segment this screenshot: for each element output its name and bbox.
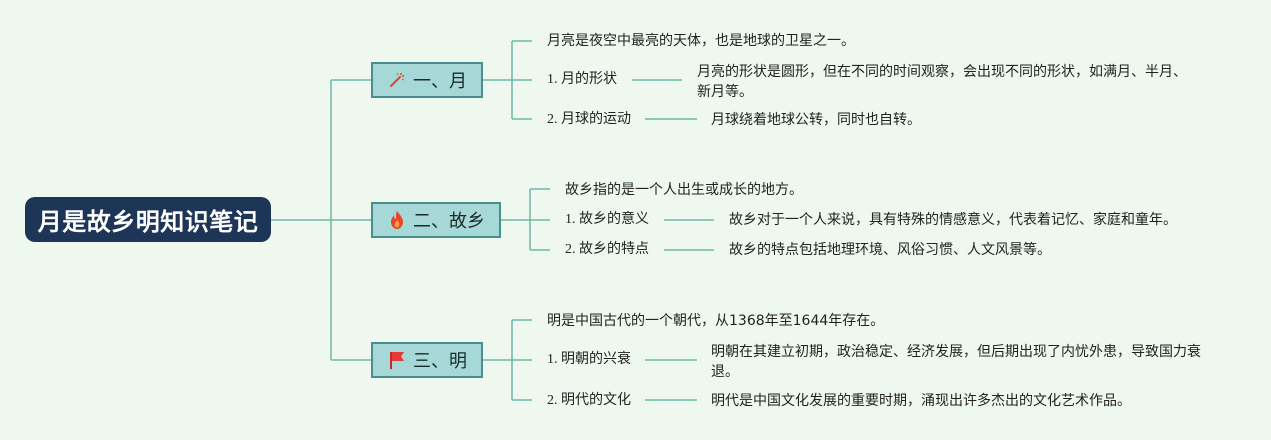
branch-node-ming[interactable]: 三、明 — [371, 342, 483, 378]
red-flag-icon — [390, 352, 404, 369]
branch-3-item-2-title: 2. 明代的文化 — [547, 393, 631, 408]
branch-3-item-1-title: 1. 明朝的兴衰 — [547, 352, 631, 367]
branch-1-item-1-desc: 月亮的形状是圆形，但在不同的时间观察，会出现不同的形状，如满月、半月、 新月等。 — [697, 64, 1187, 100]
branch-1-item-2-title: 2. 月球的运动 — [547, 112, 631, 127]
fire-icon — [391, 211, 403, 229]
branch-label: 三、明 — [413, 351, 467, 372]
branch-2-item-2-desc: 故乡的特点包括地理环境、风俗习惯、人文风景等。 — [729, 242, 1051, 258]
branch-3-item-1-desc: 明朝在其建立初期，政治稳定、经济发展，但后期出现了内忧外患，导致国力衰 退。 — [711, 344, 1201, 380]
branch-2-item-1-desc: 故乡对于一个人来说，具有特殊的情感意义，代表着记忆、家庭和童年。 — [729, 212, 1177, 228]
branch-node-moon[interactable]: 一、月 — [371, 62, 483, 98]
root-node[interactable]: 月是故乡明知识笔记 — [25, 197, 271, 242]
branch-2-item-2-title: 2. 故乡的特点 — [565, 242, 649, 257]
root-title: 月是故乡明知识笔记 — [37, 208, 259, 236]
branch-1-item-1-title: 1. 月的形状 — [547, 72, 617, 87]
branch-label: 一、月 — [413, 71, 467, 92]
branch-2-intro: 故乡指的是一个人出生或成长的地方。 — [565, 182, 803, 198]
branch-3-item-2-desc: 明代是中国文化发展的重要时期，涌现出许多杰出的文化艺术作品。 — [711, 393, 1131, 409]
branch-3-intro: 明是中国古代的一个朝代，从1368年至1644年存在。 — [547, 313, 885, 329]
branch-1-item-2-desc: 月球绕着地球公转，同时也自转。 — [711, 112, 921, 128]
branch-1-intro: 月亮是夜空中最亮的天体，也是地球的卫星之一。 — [547, 33, 855, 49]
magic-wand-icon — [390, 72, 405, 87]
branch-2-item-1-title: 1. 故乡的意义 — [565, 212, 649, 227]
branch-label: 二、故乡 — [413, 211, 485, 232]
branch-node-hometown[interactable]: 二、故乡 — [371, 202, 501, 238]
